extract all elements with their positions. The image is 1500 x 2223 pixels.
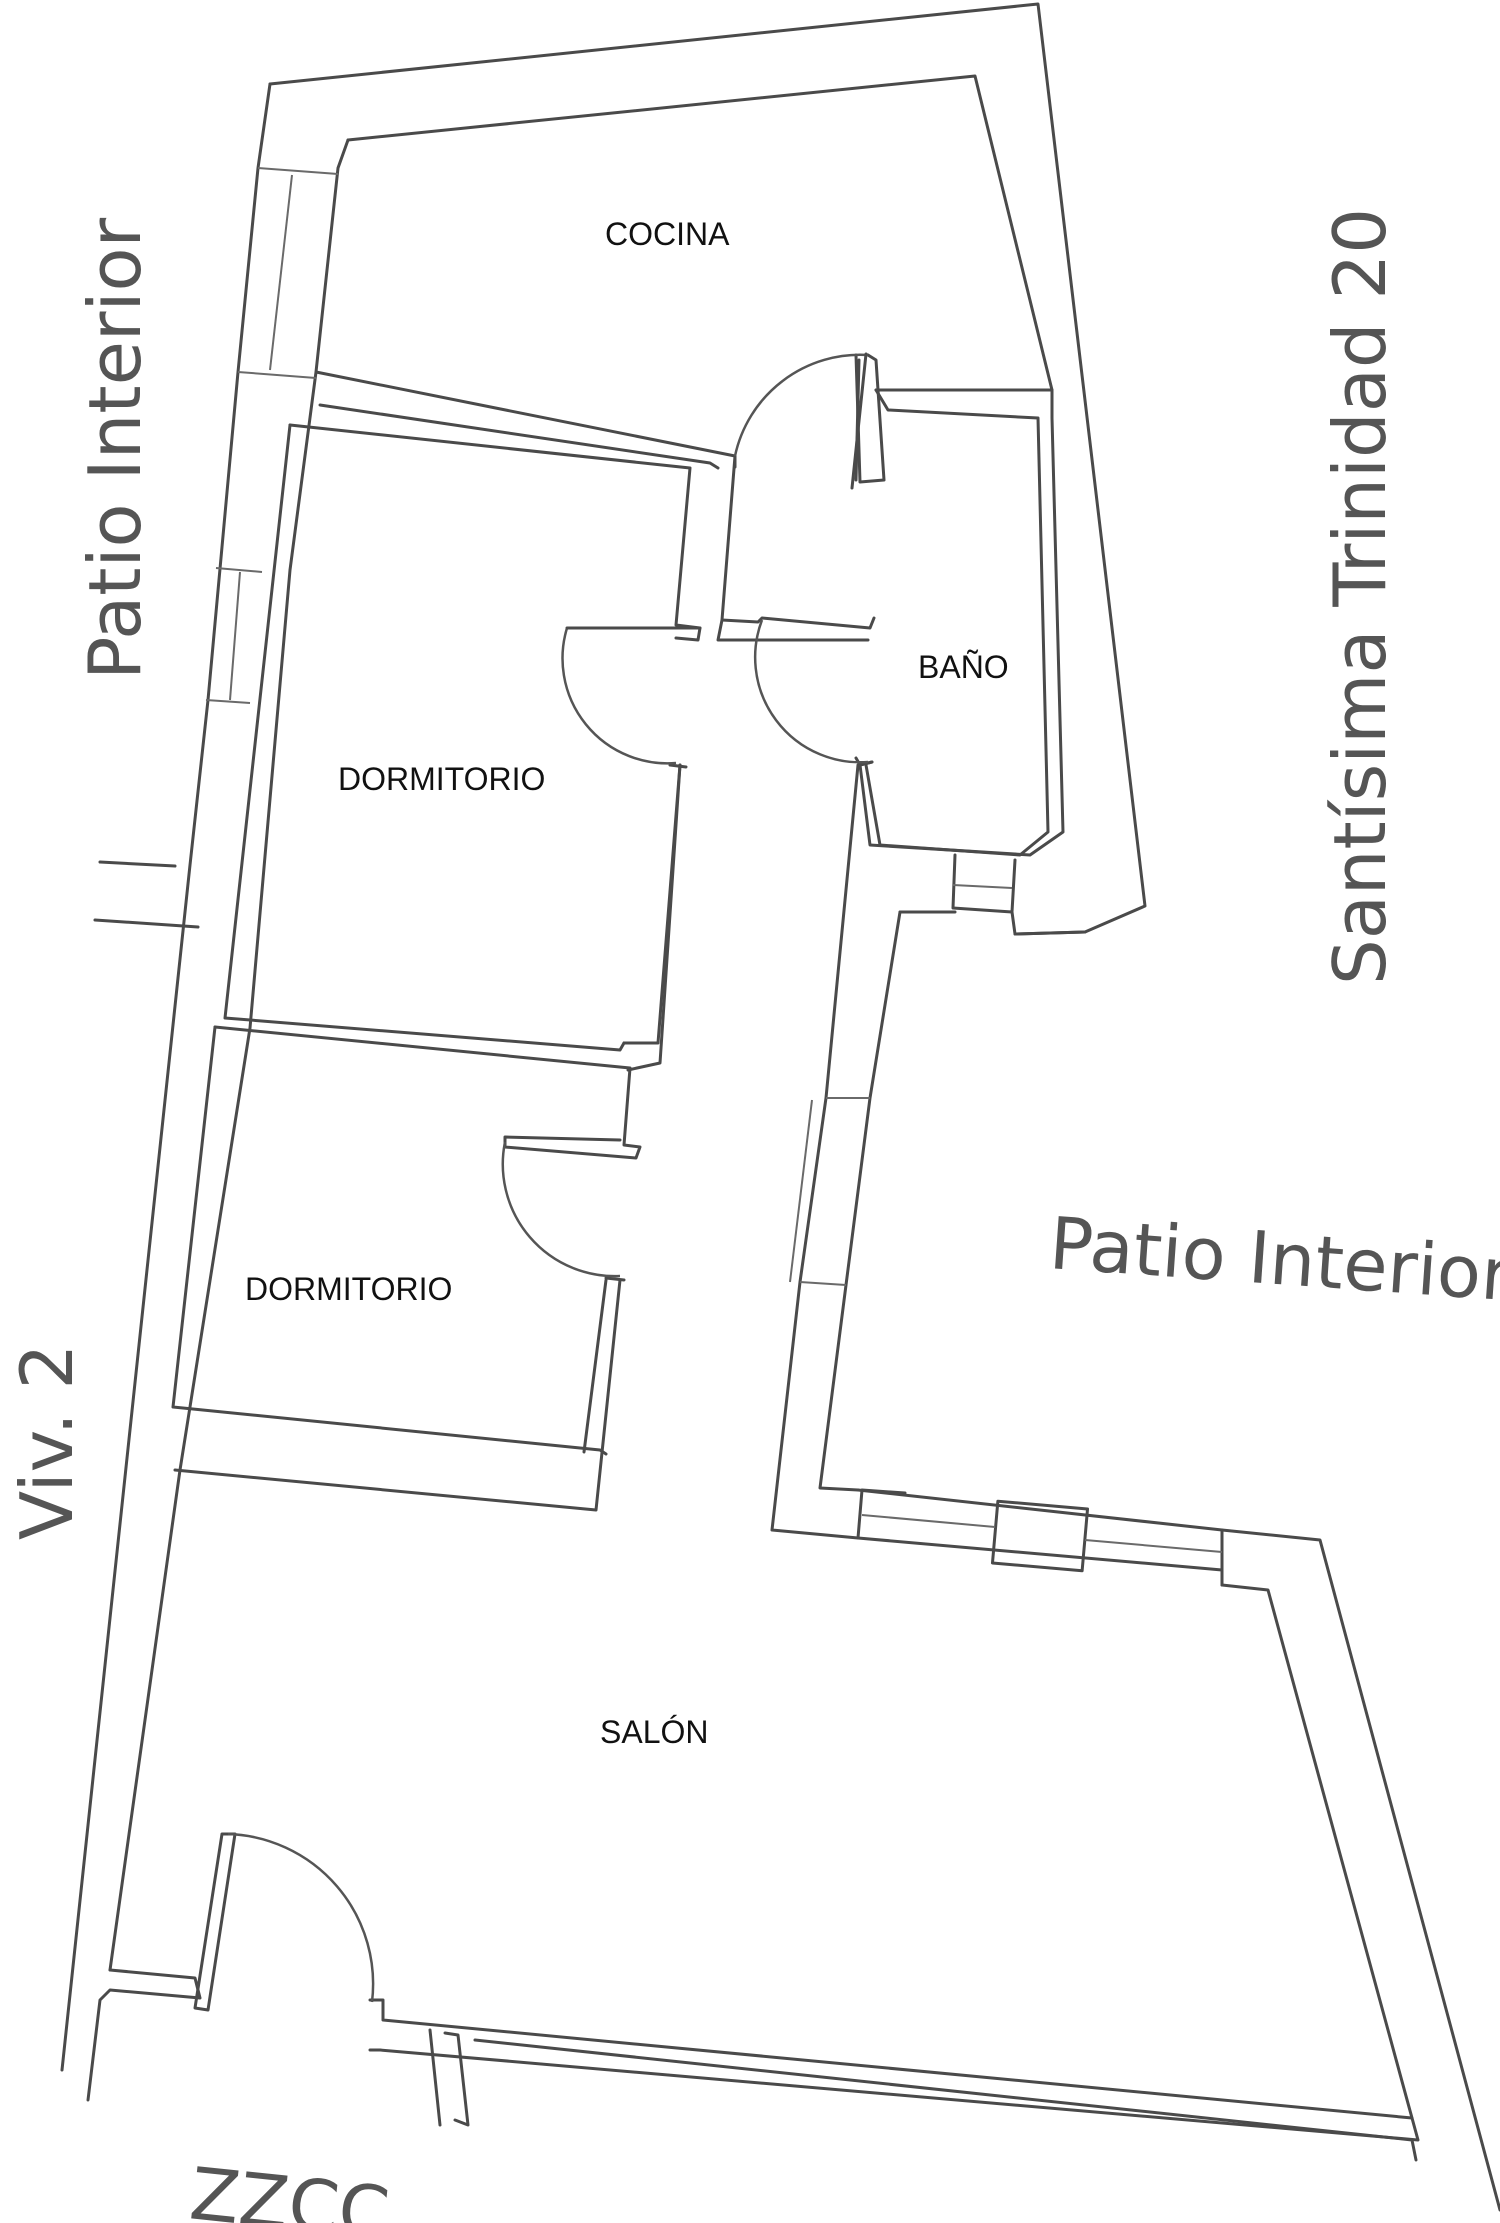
bathroom-door-swing-icon — [753, 619, 869, 764]
corridor-window — [789, 1097, 870, 1286]
bedroom-2-door-swing-icon — [501, 1141, 621, 1278]
label-street: Santísima Trinidad 20 — [1318, 208, 1402, 985]
label-patio-right: Patio Interior — [1047, 1201, 1500, 1317]
bedroom-1-door-swing-icon — [561, 627, 677, 765]
doors — [227, 352, 869, 2003]
entrance-door-swing-icon — [227, 1832, 375, 2003]
left-windows — [205, 167, 339, 704]
kitchen-door-swing-icon — [733, 353, 869, 457]
room-label-bedroom-1: DORMITORIO — [338, 761, 545, 797]
label-neighbour: Viv. 2 — [5, 1344, 89, 1540]
bedroom-1-walls — [223, 423, 702, 1072]
room-label-kitchen: COCINA — [605, 216, 730, 252]
room-label-bathroom: BAÑO — [918, 649, 1009, 685]
living-room-walls — [86, 1832, 1420, 2162]
bedroom-2-walls — [171, 1025, 642, 1512]
exterior-walls — [60, 2, 1500, 2212]
room-label-bedroom-2: DORMITORIO — [245, 1271, 452, 1307]
salon-windows — [856, 1488, 1224, 1587]
label-common-areas: ZZCC — [186, 2151, 393, 2223]
room-label-living-room: SALÓN — [600, 1714, 708, 1750]
kitchen-walls — [314, 370, 737, 470]
label-patio-left: Patio Interior — [73, 217, 157, 680]
bathroom-walls — [716, 353, 1087, 1540]
